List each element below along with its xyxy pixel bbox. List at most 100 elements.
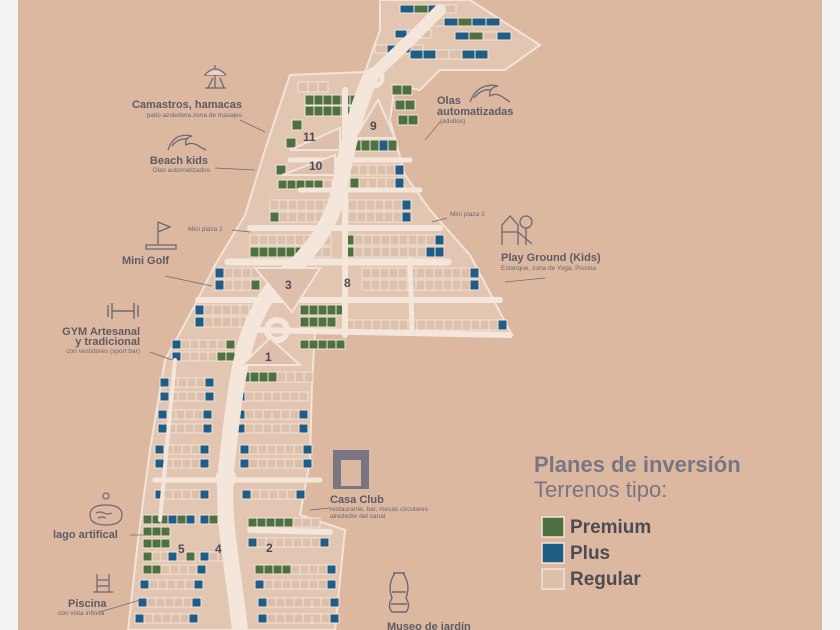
- lot: [254, 579, 265, 590]
- lot: [326, 304, 337, 316]
- lot: [293, 597, 304, 608]
- lot: [284, 458, 295, 469]
- lot: [356, 199, 367, 211]
- lot: [361, 279, 372, 291]
- lot: [275, 458, 286, 469]
- lot: [199, 514, 210, 525]
- lot: [474, 49, 489, 60]
- lot: [212, 316, 223, 328]
- lot: [293, 613, 304, 624]
- lot: [365, 199, 376, 211]
- site-plan-map: 9 11 10 3 8 1 2 4 5 Camastros, hamacas p…: [53, 0, 741, 630]
- lot: [496, 31, 512, 41]
- lot: [415, 279, 426, 291]
- lot: [214, 267, 225, 279]
- lot: [353, 234, 364, 246]
- lot: [302, 613, 313, 624]
- lot: [497, 319, 508, 331]
- casa-club-subtitle-line2: alrededor del canal: [330, 513, 386, 520]
- lot: [425, 319, 436, 331]
- legend-label-regular: Regular: [570, 569, 641, 590]
- lot: [394, 99, 406, 111]
- lot: [189, 339, 200, 350]
- lot: [358, 164, 369, 176]
- lot: [289, 391, 300, 402]
- lot: [269, 199, 280, 211]
- lot: [163, 489, 174, 500]
- lot: [289, 423, 300, 434]
- legend: Planes de inversión Terrenos tipo: Premi…: [534, 452, 741, 590]
- lot: [199, 551, 210, 562]
- lot: [269, 211, 280, 223]
- lot: [152, 613, 163, 624]
- lot: [326, 564, 337, 575]
- lot: [302, 458, 313, 469]
- lot: [283, 537, 294, 548]
- lot: [280, 423, 291, 434]
- lot: [317, 339, 328, 350]
- lot: [298, 391, 309, 402]
- lot: [184, 423, 195, 434]
- lot: [291, 119, 303, 131]
- casa-club-subtitle-line1: restaurante, bar, mesas circulares: [330, 506, 429, 513]
- house-icon: [333, 450, 369, 489]
- lot: [353, 246, 364, 258]
- lot: [274, 537, 285, 548]
- lot: [374, 199, 385, 211]
- mini-plaza-2-label: Mini plaza 2: [188, 226, 223, 233]
- lot: [292, 517, 303, 528]
- lot: [388, 267, 399, 279]
- lot: [263, 564, 274, 575]
- olas-title-line1: Olas: [437, 95, 461, 107]
- lot: [276, 234, 287, 246]
- lot: [195, 377, 206, 388]
- piscina-title: Piscina: [68, 598, 107, 610]
- lot: [161, 613, 172, 624]
- lot: [285, 137, 297, 149]
- lot: [413, 4, 429, 14]
- lot: [287, 211, 298, 223]
- zone-number-11: 11: [303, 130, 316, 144]
- lot: [257, 613, 268, 624]
- lot: [313, 94, 324, 106]
- lot: [398, 246, 409, 258]
- lot: [317, 579, 328, 590]
- lot: [203, 316, 214, 328]
- lot: [221, 304, 232, 316]
- lot: [365, 211, 376, 223]
- lot: [310, 517, 321, 528]
- leader-lines: [99, 119, 546, 613]
- lot: [284, 597, 295, 608]
- lot: [204, 377, 215, 388]
- camastros-subtitle: patio azoledera zona de masajes: [147, 112, 243, 119]
- lot: [434, 319, 445, 331]
- lot: [193, 409, 204, 420]
- lot: [262, 391, 273, 402]
- lot: [380, 234, 391, 246]
- lot: [482, 31, 498, 41]
- roundabout-lower: [215, 467, 237, 489]
- lot: [178, 564, 189, 575]
- lot: [289, 409, 300, 420]
- lot: [159, 391, 170, 402]
- lot: [256, 537, 267, 548]
- dumbbell-icon: [107, 303, 139, 319]
- lot: [280, 409, 291, 420]
- lot: [415, 267, 426, 279]
- lot: [424, 267, 435, 279]
- vase-icon: [388, 572, 410, 613]
- lot: [262, 409, 273, 420]
- lot: [374, 211, 385, 223]
- lot: [202, 423, 213, 434]
- lot: [308, 304, 319, 316]
- lot: [271, 391, 282, 402]
- lot: [460, 267, 471, 279]
- lot: [299, 304, 310, 316]
- lot: [425, 234, 436, 246]
- lot: [216, 351, 227, 362]
- side-road-far-east: [407, 257, 415, 333]
- lot: [249, 234, 260, 246]
- lot: [298, 409, 309, 420]
- lot: [203, 304, 214, 316]
- lot: [422, 49, 437, 60]
